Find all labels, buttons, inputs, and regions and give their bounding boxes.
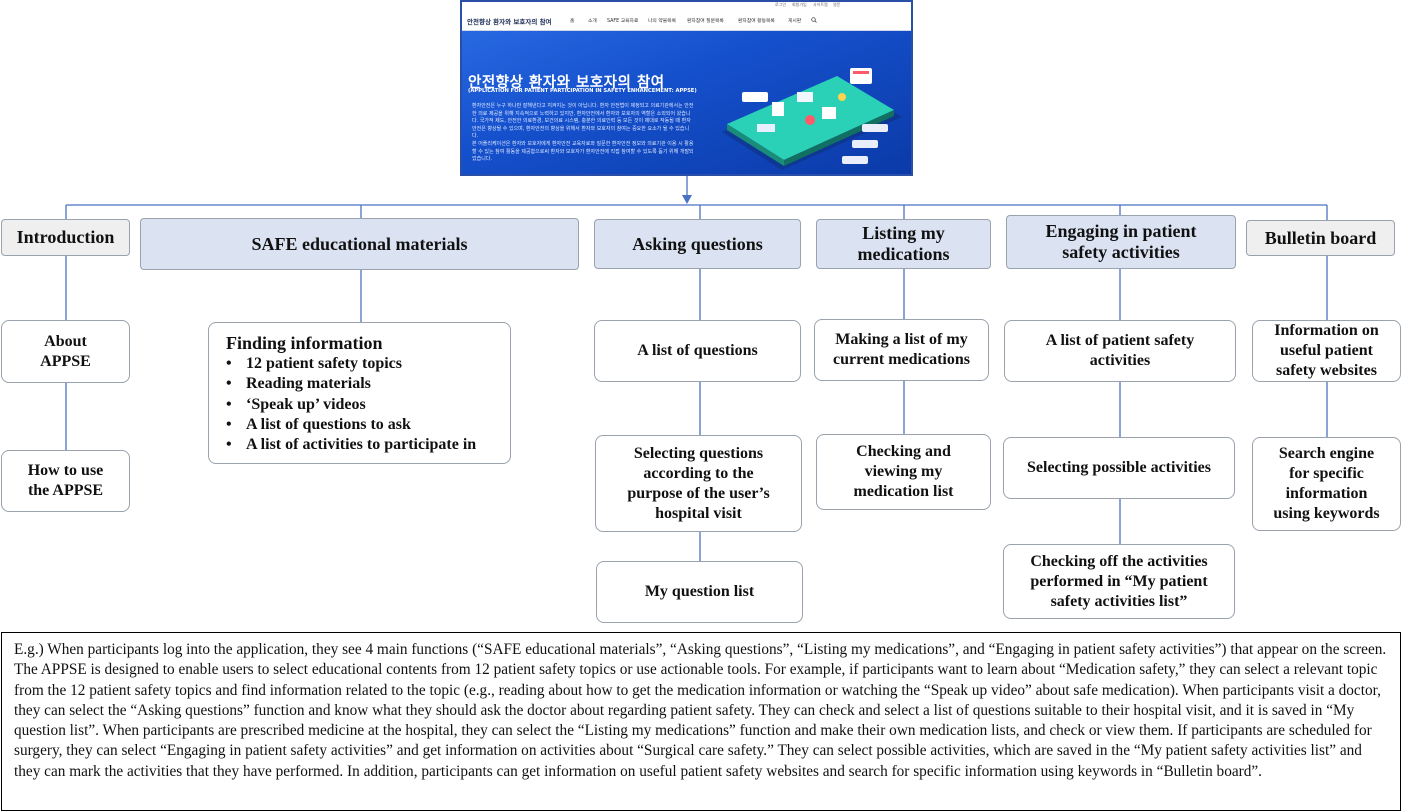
finding-bullet: A list of activities to participate in [226,435,476,456]
nav-item-search [811,17,817,25]
nav-item-about: 소개 [588,19,597,24]
box-my-question-list: My question list [596,561,803,623]
screenshot-paragraph-2: 본 어플리케이션은 환자와 보호자에게 환자안전 교육자료와 질문한 환자안전 … [472,141,694,162]
brand-title: 안전향상 환자와 보호자의 참여 [467,18,552,26]
box-selecting-questions: Selecting questions according to the pur… [595,435,802,532]
box-selecting-activities: Selecting possible activities [1003,437,1235,499]
top-link: 회원가입 [792,2,807,7]
app-screenshot: 로그인 회원가입 사이트맵 영문 안전향상 환자와 보호자의 참여 홈 소개 S… [460,0,913,176]
box-checking-off-activities: Checking off the activities performed in… [1003,544,1235,619]
box-about-appse: About APPSE [1,320,130,383]
finding-bullet: A list of questions to ask [226,415,476,436]
header-listing-medications: Listing my medications [816,219,991,269]
search-icon [811,17,817,23]
example-explanation: E.g.) When participants log into the app… [1,632,1401,811]
finding-bullet-list: 12 patient safety topics Reading materia… [226,354,476,456]
top-link: 로그인 [775,2,787,7]
header-introduction: Introduction [1,219,130,256]
nav-item-safe: SAFE 교육자료 [607,19,639,24]
nav-item-home: 홈 [570,19,575,24]
nav-item-questions: 환자참여 질문목록 [687,19,724,24]
screenshot-top-bar: 로그인 회원가입 사이트맵 영문 [462,2,911,10]
box-list-of-questions: A list of questions [594,320,801,382]
finding-bullet: ‘Speak up’ videos [226,395,476,416]
nav-item-medications: 나의 약물목록 [648,19,677,24]
nav-item-activities: 환자참여 활동목록 [738,19,775,24]
top-link: 사이트맵 [813,2,828,7]
phone-illustration [722,68,902,170]
box-useful-websites: Information on useful patient safety web… [1252,320,1401,382]
header-safe-materials: SAFE educational materials [140,218,579,270]
header-bulletin-board: Bulletin board [1246,220,1395,256]
header-asking-questions: Asking questions [594,219,801,269]
screenshot-nav-bar: 안전향상 환자와 보호자의 참여 홈 소개 SAFE 교육자료 나의 약물목록 … [462,10,911,31]
finding-title: Finding information [226,333,383,353]
box-list-of-activities: A list of patient safety activities [1004,320,1236,382]
box-finding-information: Finding information 12 patient safety to… [208,322,511,464]
top-link: 영문 [833,2,841,7]
finding-bullet: 12 patient safety topics [226,354,476,375]
box-making-medication-list: Making a list of my current medications [814,319,989,381]
screenshot-subtitle: (APPLICATION FOR PATIENT PARTICIPATION I… [468,88,697,94]
nav-item-board: 게시판 [788,19,802,24]
box-how-to-use: How to use the APPSE [1,450,130,512]
screenshot-headline: 안전향상 환자와 보호자의 참여 [468,75,665,91]
screenshot-paragraph-1: 환자안전은 누구 하나만 잘해낸다고 지켜지는 것이 아닙니다. 환자 안전법이… [472,103,694,139]
header-engaging-activities: Engaging in patient safety activities [1006,215,1236,269]
box-checking-medication-list: Checking and viewing my medication list [816,434,991,510]
finding-bullet: Reading materials [226,374,476,395]
box-search-engine: Search engine for specific information u… [1252,437,1401,531]
